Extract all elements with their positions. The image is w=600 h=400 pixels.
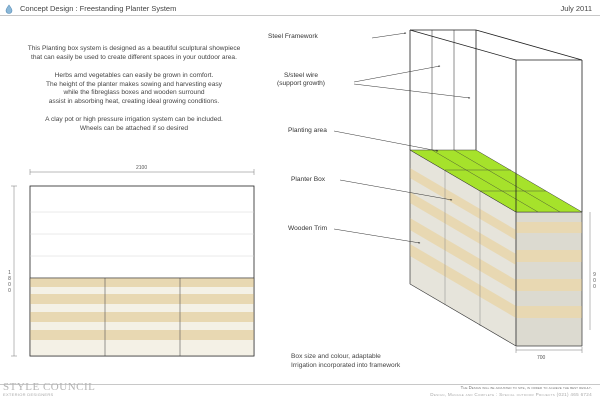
drop-logo-icon <box>5 4 13 14</box>
label-wire-line: S/steel wire <box>283 72 319 79</box>
elevation-slat <box>30 312 254 322</box>
brand-tagline: EXTERIOR DESIGNERS <box>3 392 54 397</box>
description-line: Herbs amd vegetables can easily be grown… <box>54 72 214 79</box>
side-slat <box>410 218 516 292</box>
label-steel-wire: S/steel wire (support growth) <box>277 72 325 89</box>
isometric-view <box>333 29 591 353</box>
note-line: Box size and colour, adaptable <box>291 353 381 360</box>
leader-wire-2 <box>353 83 471 99</box>
description-line: Wheels can be attached if so desired <box>79 124 189 132</box>
description-line: assist in absorbing heat, creating ideal… <box>48 97 220 105</box>
description-paragraph-3: A clay pot or high pressure irrigation s… <box>0 116 268 133</box>
page-title: Concept Design : Freestanding Planter Sy… <box>20 4 177 13</box>
leader-planting-area <box>333 130 439 152</box>
front-slat <box>516 222 582 233</box>
label-steel-framework: Steel Framework <box>268 33 318 40</box>
isometric-depth-dimension: 700 <box>537 355 546 361</box>
isometric-height-dimension: 900 <box>593 272 596 290</box>
leader-wooden-trim <box>333 228 421 244</box>
front-slat <box>516 250 582 262</box>
leader-planter-box <box>339 179 453 201</box>
steel-framework <box>409 29 583 212</box>
label-wire-line: (support growth) <box>277 80 326 88</box>
elevation-height-dimension: 1800 <box>8 270 11 294</box>
brand-name: STYLE COUNCIL <box>3 381 96 393</box>
footer-divider <box>0 384 600 385</box>
description-line: A clay pot or high pressure irrigation s… <box>45 116 223 123</box>
leader-steel-framework <box>371 32 407 39</box>
label-wooden-trim: Wooden Trim <box>288 225 328 232</box>
label-planting-area: Planting area <box>288 127 327 134</box>
page-date: July 2011 <box>560 4 592 13</box>
side-slat <box>410 244 516 318</box>
front-slat <box>516 306 582 318</box>
note-line: Irrigation incorporated into framework <box>291 361 401 369</box>
elevation-slat <box>30 278 254 287</box>
description-paragraph-1: This Planting box system is designed as … <box>0 45 268 62</box>
elevation-slat <box>30 294 254 304</box>
footer-contact: Design, Manage and Complete : Special ou… <box>430 392 592 397</box>
header-divider <box>0 15 600 16</box>
description-paragraph-2: Herbs amd vegetables can easily be grown… <box>0 72 268 106</box>
description-line: while the fibreglass boxes and wooden su… <box>63 89 205 97</box>
front-elevation <box>11 169 255 357</box>
leader-wire <box>353 65 441 83</box>
brand-logo: STYLE COUNCIL EXTERIOR DESIGNERS <box>3 381 95 397</box>
footer-disclaimer: The Design will be adjusted to site, in … <box>460 385 592 390</box>
design-note: Box size and colour, adaptable Irrigatio… <box>291 353 400 370</box>
label-planter-box: Planter Box <box>291 176 326 183</box>
elevation-width-dimension: 2100 <box>136 165 148 171</box>
elevation-slat <box>30 330 254 340</box>
description-line: that can easily be used to create differ… <box>31 53 237 61</box>
description-line: This Planting box system is designed as … <box>27 45 241 52</box>
description-line: The height of the planter makes sowing a… <box>46 80 222 88</box>
side-slat <box>410 192 516 265</box>
front-slat <box>516 279 582 291</box>
side-slat <box>410 168 516 240</box>
